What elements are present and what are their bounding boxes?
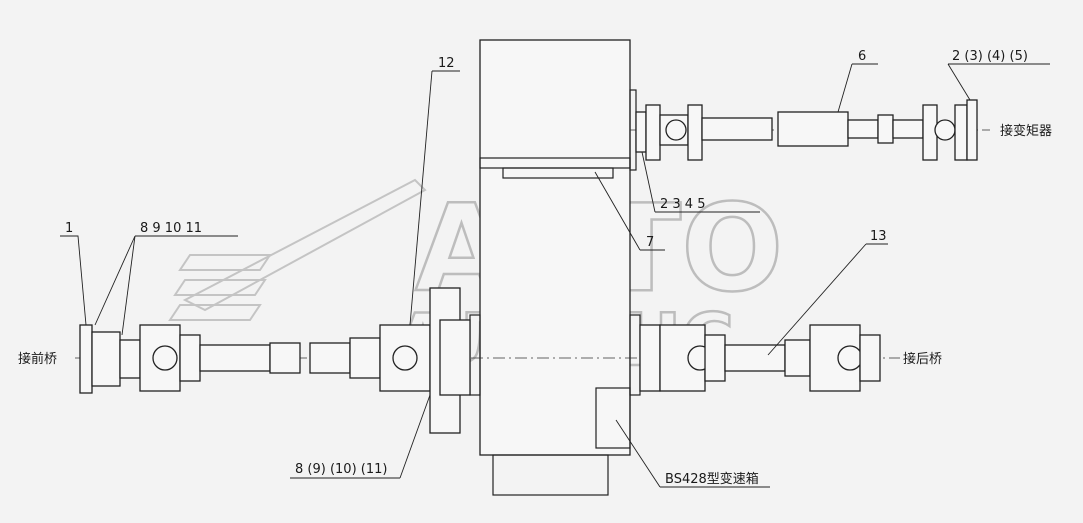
torque-converter-label: 接变矩器	[1000, 123, 1052, 139]
rear-axle-label: 接后桥	[903, 351, 942, 367]
label-1: 1	[65, 221, 73, 236]
lower-drive-shaft	[79, 287, 881, 434]
part-labels: 1 8 9 10 11 12 6 2 (3) (4) (5) 2 3 4 5 7…	[60, 49, 1050, 479]
annotations: 接前桥 接后桥 接变矩器 BS428型变速箱	[18, 123, 1052, 488]
label-12: 12	[438, 56, 455, 71]
label-6: 6	[858, 49, 866, 64]
label-2-5-mid: 2 3 4 5	[660, 197, 705, 212]
gearbox-housing	[469, 39, 641, 496]
label-8-11-top: 8 9 10 11	[140, 221, 202, 236]
front-axle-label: 接前桥	[18, 351, 57, 367]
label-2-5-top: 2 (3) (4) (5)	[952, 49, 1028, 64]
gearbox-label: BS428型变速箱	[665, 471, 759, 487]
label-13: 13	[870, 229, 887, 244]
label-8-11-bottom: 8 (9) (10) (11)	[295, 462, 387, 477]
label-7: 7	[646, 235, 654, 250]
upper-drive-shaft	[635, 99, 978, 161]
